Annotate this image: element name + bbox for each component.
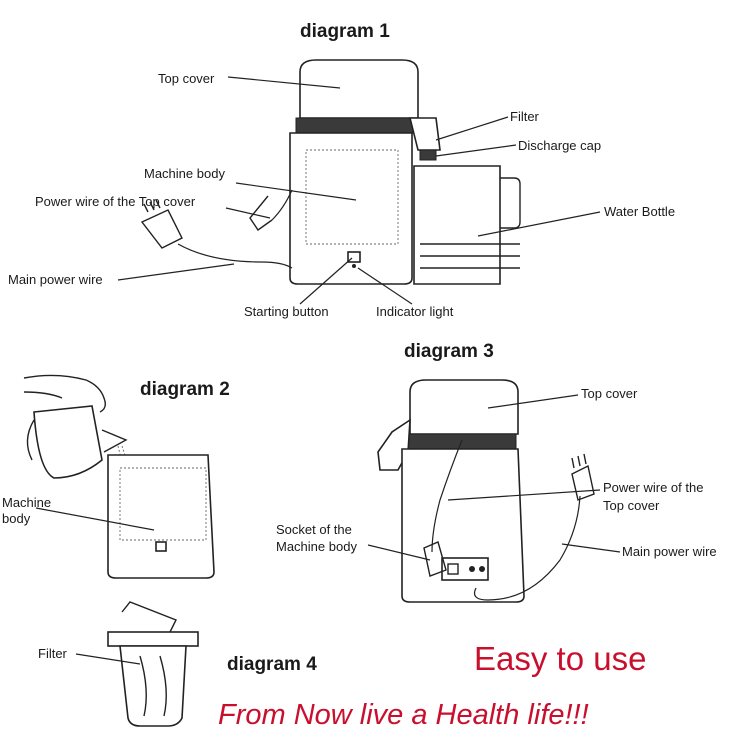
jug-handle — [26, 419, 35, 461]
main-power-wire-shape — [177, 243, 293, 269]
label-indicator-light: Indicator light — [376, 304, 454, 319]
top-cover-band — [295, 117, 423, 134]
machine-body-window-2 — [119, 467, 207, 541]
pouring-jug-shape — [33, 405, 103, 479]
main-power-wire-shape-3 — [473, 495, 581, 601]
top-cover-band-3 — [403, 433, 517, 450]
promo-title: Easy to use — [474, 640, 647, 677]
main-power-plug — [140, 209, 183, 249]
label-socket-line1: Socket of the — [276, 522, 352, 537]
filter-lid-shape — [121, 601, 177, 633]
diagram-3-leaders — [367, 394, 621, 561]
label-discharge-cap: Discharge cap — [518, 138, 601, 153]
pouring-illustration — [23, 374, 215, 579]
diagram-4-title: diagram 4 — [227, 654, 317, 675]
main-power-plug-3 — [571, 464, 595, 501]
diagram-1: diagram 1 — [8, 21, 675, 319]
water-bottle-handle — [500, 177, 521, 229]
top-cover-wire-3 — [431, 439, 463, 553]
hand-shape — [23, 374, 107, 413]
top-cover-shape-3 — [409, 379, 519, 435]
label-filter-4: Filter — [38, 646, 68, 661]
starting-button-shape — [347, 251, 361, 263]
filter-spout-shape — [408, 117, 441, 151]
discharge-cap-shape — [419, 149, 437, 161]
diagram-2: diagram 2 Machine body — [2, 374, 230, 579]
label-machine-line2: body — [2, 511, 31, 526]
label-main-power-wire-3: Main power wire — [622, 544, 717, 559]
diagram-1-title: diagram 1 — [300, 21, 390, 42]
label-top-cover-3: Top cover — [581, 386, 638, 401]
label-machine-line1: Machine — [2, 495, 51, 510]
diagram-3-title: diagram 3 — [404, 341, 494, 362]
diagram-1-leaders — [117, 76, 601, 305]
label-water-bottle: Water Bottle — [604, 204, 675, 219]
filter-illustration — [75, 601, 199, 727]
label-socket-line2: Machine body — [276, 539, 357, 554]
label-starting-button: Starting button — [244, 304, 329, 319]
water-bottle-shape — [413, 165, 501, 285]
indicator-light-shape — [352, 264, 356, 268]
machine-body-shape-3 — [401, 448, 525, 603]
diagram-3: diagram 3 — [276, 341, 717, 603]
jug-spout — [101, 429, 128, 453]
promo-subtitle: From Now live a Health life!!! — [218, 699, 589, 731]
label-filter: Filter — [510, 109, 540, 124]
diagram-2-title: diagram 2 — [140, 379, 230, 400]
distiller-illustration-1 — [140, 59, 521, 285]
filter-top-shape — [107, 631, 199, 647]
filter-body-shape — [119, 645, 187, 727]
label-power-wire-line1: Power wire of the — [603, 480, 703, 495]
top-cover-plug — [249, 195, 273, 231]
machine-body-shape — [289, 132, 413, 285]
machine-body-shape-2 — [107, 454, 215, 579]
label-main-power-wire: Main power wire — [8, 272, 103, 287]
label-power-wire-top-cover: Power wire of the Top cover — [35, 194, 196, 209]
starting-button-shape-2 — [155, 541, 167, 552]
top-cover-plug-3 — [423, 541, 447, 577]
diagram-4: diagram 4 Filter — [38, 601, 317, 727]
label-machine-body: Machine body — [144, 166, 225, 181]
machine-body-window — [305, 149, 399, 245]
top-cover-shape — [299, 59, 419, 119]
distiller-illustration-3 — [377, 379, 595, 603]
label-top-cover: Top cover — [158, 71, 215, 86]
label-power-wire-line2: Top cover — [603, 498, 660, 513]
